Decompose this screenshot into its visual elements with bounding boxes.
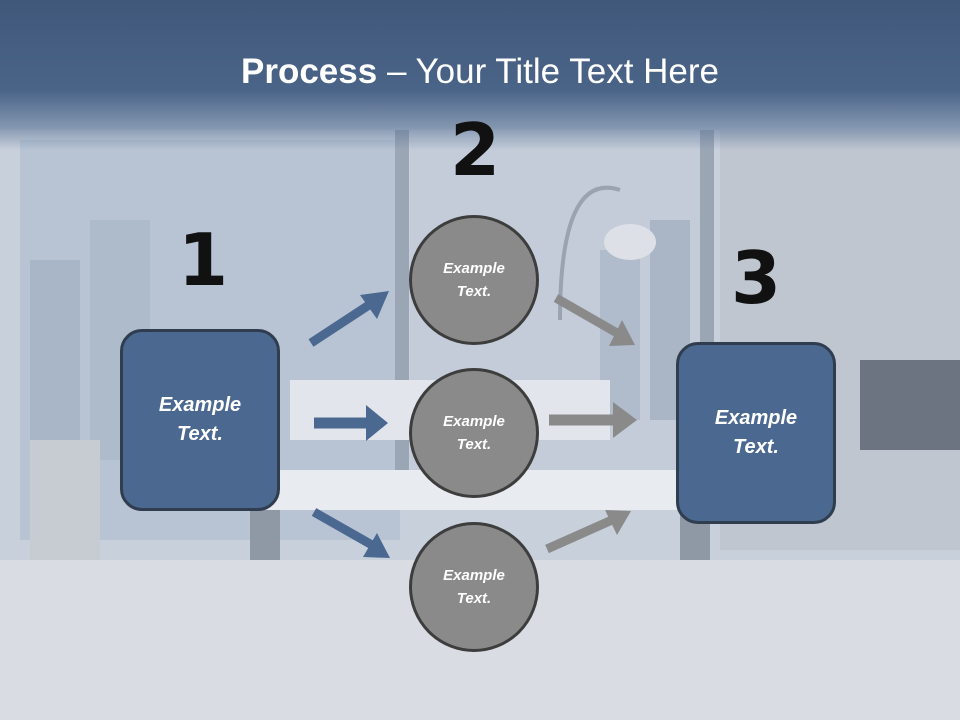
circle-top: Example Text. bbox=[409, 215, 539, 345]
circle-bottom: Example Text. bbox=[409, 522, 539, 652]
circle-top-text: Example Text. bbox=[443, 260, 505, 300]
arrow-right-down bbox=[553, 294, 635, 346]
arrow-left-down bbox=[311, 508, 390, 558]
step-number-1: 1 bbox=[178, 218, 229, 302]
circle-middle: Example Text. bbox=[409, 368, 539, 498]
title-rest: – Your Title Text Here bbox=[377, 52, 719, 91]
circle-middle-text: Example Text. bbox=[443, 413, 505, 453]
step-number-2: 2 bbox=[450, 108, 501, 192]
circle-bottom-text: Example Text. bbox=[443, 567, 505, 607]
slide-title: Process – Your Title Text Here bbox=[0, 52, 960, 92]
arrow-left-up bbox=[308, 291, 389, 347]
right-box: Example Text. bbox=[676, 342, 836, 524]
left-box-text: Example Text. bbox=[158, 394, 242, 445]
arrow-left-mid bbox=[314, 405, 388, 441]
right-box-text: Example Text. bbox=[714, 407, 798, 458]
title-bold: Process bbox=[241, 52, 378, 91]
arrow-right-up bbox=[545, 510, 631, 554]
left-box: Example Text. bbox=[120, 329, 280, 511]
arrow-right-mid bbox=[549, 402, 637, 438]
title-bar bbox=[0, 0, 960, 150]
step-number-3: 3 bbox=[731, 236, 782, 320]
